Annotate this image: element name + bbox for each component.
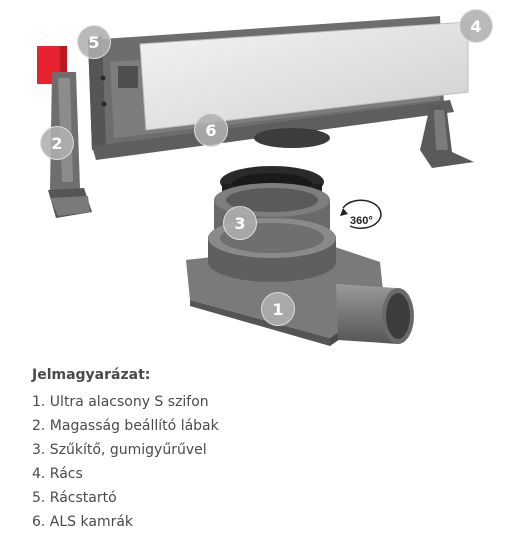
legend-item: 4. Rács — [32, 466, 83, 482]
rotation-indicator: 360° — [340, 199, 382, 230]
callout-5: 5 — [77, 25, 111, 59]
legend-item: 2. Magasság beállító lábak — [32, 418, 219, 434]
callout-3: 3 — [223, 206, 257, 240]
callout-2: 2 — [40, 126, 74, 160]
rotation-label: 360° — [350, 215, 373, 227]
callout-1: 1 — [261, 292, 295, 326]
callout-4: 4 — [459, 9, 493, 43]
s-siphon — [186, 218, 414, 346]
legend-list: 1. Ultra alacsony S szifon 2. Magasság b… — [32, 390, 492, 534]
legend-item: 6. ALS kamrák — [32, 514, 134, 530]
legend-item: 3. Szűkítő, gumigyűrűvel — [32, 442, 207, 458]
legend-title: Jelmagyarázat: — [32, 367, 151, 383]
legend-item: 5. Rácstartó — [32, 490, 117, 506]
drain-channel — [88, 16, 474, 168]
callout-6: 6 — [194, 113, 228, 147]
legend-item: 1. Ultra alacsony S szifon — [32, 394, 209, 410]
legend: Jelmagyarázat: 1. Ultra alacsony S szifo… — [32, 366, 492, 534]
product-illustration: 360° — [37, 16, 474, 346]
